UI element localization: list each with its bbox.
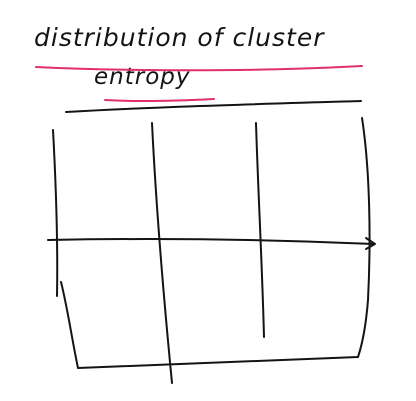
horizontal-axis [47, 238, 375, 245]
axis-arrowhead [365, 237, 376, 250]
sketch-title-line-1: distribution of cluster [34, 23, 325, 52]
title-underline-long [35, 65, 363, 72]
sketch-title-line-2: entropy [94, 64, 191, 90]
table-divider-right [255, 122, 265, 338]
table-top-line [65, 100, 362, 113]
table-outer-border [60, 117, 371, 369]
table-divider-left [151, 122, 173, 384]
table-left-border [52, 129, 59, 297]
title-underline-short [104, 98, 215, 103]
